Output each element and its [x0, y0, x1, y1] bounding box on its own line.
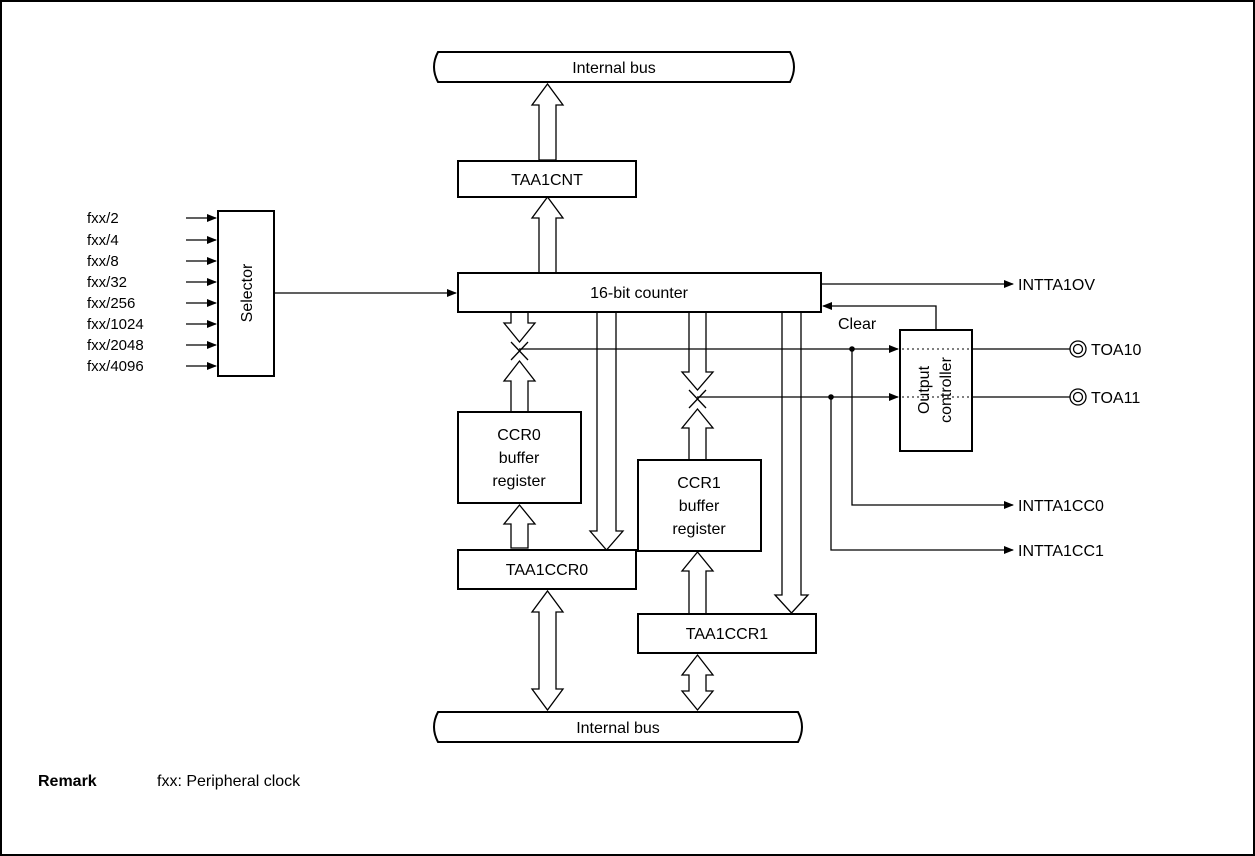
clock-input: fxx/4096	[87, 358, 144, 375]
toa10-label: TOA10	[1091, 342, 1142, 359]
top-internal-bus: Internal bus	[433, 51, 795, 83]
ccr1-buffer-line3: register	[672, 521, 726, 538]
taa1cnt-label: TAA1CNT	[511, 172, 583, 189]
taa1ccr0-label: TAA1CCR0	[506, 562, 588, 579]
clock-input: fxx/8	[87, 253, 119, 270]
selector-block: Selector	[217, 210, 275, 377]
ccr1-buffer-line1: CCR1	[677, 475, 721, 492]
inttaicc0-line	[851, 349, 1014, 509]
counter-label: 16-bit counter	[590, 285, 689, 302]
overflow-label: INTTA1OV	[1018, 277, 1095, 294]
toa11-label: TOA11	[1091, 390, 1140, 407]
counter-block: 16-bit counter	[457, 272, 822, 313]
toa10-pin	[1069, 340, 1087, 358]
ccr1-buffer-block: CCR1 buffer register	[637, 459, 762, 552]
clock-input: fxx/4	[87, 232, 119, 249]
counter-ccr1-buffer-link	[680, 311, 715, 461]
taa1cnt-block: TAA1CNT	[457, 160, 637, 198]
ccr0-bus-arrow	[530, 589, 565, 712]
clock-input-list: fxx/2 fxx/4 fxx/8 fxx/32 fxx/256 fxx/102…	[87, 210, 217, 375]
clock-input: fxx/2048	[87, 337, 144, 354]
ccr0-buffer-block: CCR0 buffer register	[457, 411, 582, 504]
remark-text: fxx: Peripheral clock	[157, 773, 301, 790]
bottom-internal-bus: Internal bus	[433, 711, 803, 743]
output-controller-line1: Output	[916, 365, 933, 414]
taa1ccr1-label: TAA1CCR1	[686, 626, 768, 643]
output-controller-line2: controller	[938, 356, 955, 422]
cnt-to-bus-arrow	[530, 82, 565, 161]
ccr0-buffer-line2: buffer	[499, 450, 540, 467]
clear-label: Clear	[838, 316, 877, 333]
toa11-pin	[1069, 388, 1087, 406]
top-bus-label: Internal bus	[572, 60, 656, 77]
counter-ccr0-buffer-link	[502, 311, 537, 413]
ccr1-buffer-line2: buffer	[679, 498, 720, 515]
inttaicc0-label: INTTA1CC0	[1018, 498, 1104, 515]
counter-to-ccr0-arrow	[588, 311, 625, 551]
clock-input: fxx/32	[87, 274, 127, 291]
output-controller-block: Output controller	[899, 329, 973, 452]
clock-input: fxx/2	[87, 210, 119, 227]
clock-input: fxx/1024	[87, 316, 144, 333]
remark-label: Remark	[38, 773, 97, 790]
clear-line	[822, 302, 937, 330]
counter-to-cnt-arrow	[530, 195, 565, 274]
ccr0-to-buffer-arrow	[502, 503, 537, 549]
ccr1-bus-arrow	[680, 653, 715, 712]
taa1ccr0-block: TAA1CCR0	[457, 549, 637, 590]
clock-input: fxx/256	[87, 295, 135, 312]
selector-label: Selector	[239, 263, 256, 322]
counter-to-ccr1-arrow	[773, 311, 810, 614]
inttaicc1-line	[830, 397, 1014, 554]
inttaicc1-label: INTTA1CC1	[1018, 543, 1104, 560]
taa1ccr1-block: TAA1CCR1	[637, 613, 817, 654]
ccr1-to-buffer-arrow	[680, 550, 715, 615]
ccr0-buffer-line1: CCR0	[497, 427, 541, 444]
ccr0-buffer-line3: register	[492, 473, 546, 490]
bottom-bus-label: Internal bus	[576, 720, 660, 737]
